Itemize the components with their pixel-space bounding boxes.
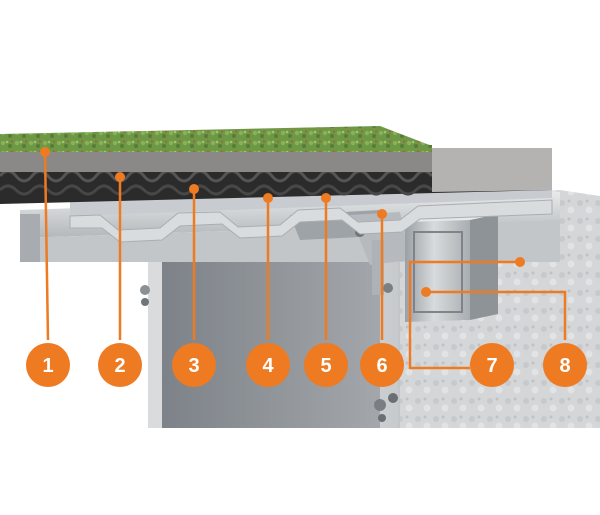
leader-7: [408, 260, 520, 370]
callout-7: 7: [470, 343, 514, 387]
callout-5: 5: [304, 343, 348, 387]
callout-2-label: 2: [114, 355, 125, 377]
callout-2: 2: [98, 343, 142, 387]
callout-6: 6: [360, 343, 404, 387]
target-dots: [40, 147, 525, 297]
support-column: [140, 238, 412, 428]
sedum-vegetation-layer: [0, 126, 432, 152]
callout-5-label: 5: [320, 355, 331, 377]
callout-8: 8: [543, 343, 587, 387]
callout-1-label: 1: [42, 355, 53, 377]
substrate-layer: [0, 148, 552, 192]
callout-3: 3: [172, 343, 216, 387]
leader-1: [43, 151, 50, 341]
callout-1: 1: [26, 343, 70, 387]
callout-8-label: 8: [559, 355, 570, 377]
callout-4-label: 4: [262, 355, 274, 377]
leader-8: [426, 290, 567, 340]
callout-4: 4: [246, 343, 290, 387]
callouts: 1 2 3 4 5 6 7 8: [26, 343, 587, 387]
callout-7-label: 7: [486, 355, 497, 377]
rhs-box-section: [405, 214, 498, 322]
callout-6-label: 6: [376, 355, 387, 377]
callout-3-label: 3: [188, 355, 199, 377]
leader-lines: [43, 151, 567, 370]
